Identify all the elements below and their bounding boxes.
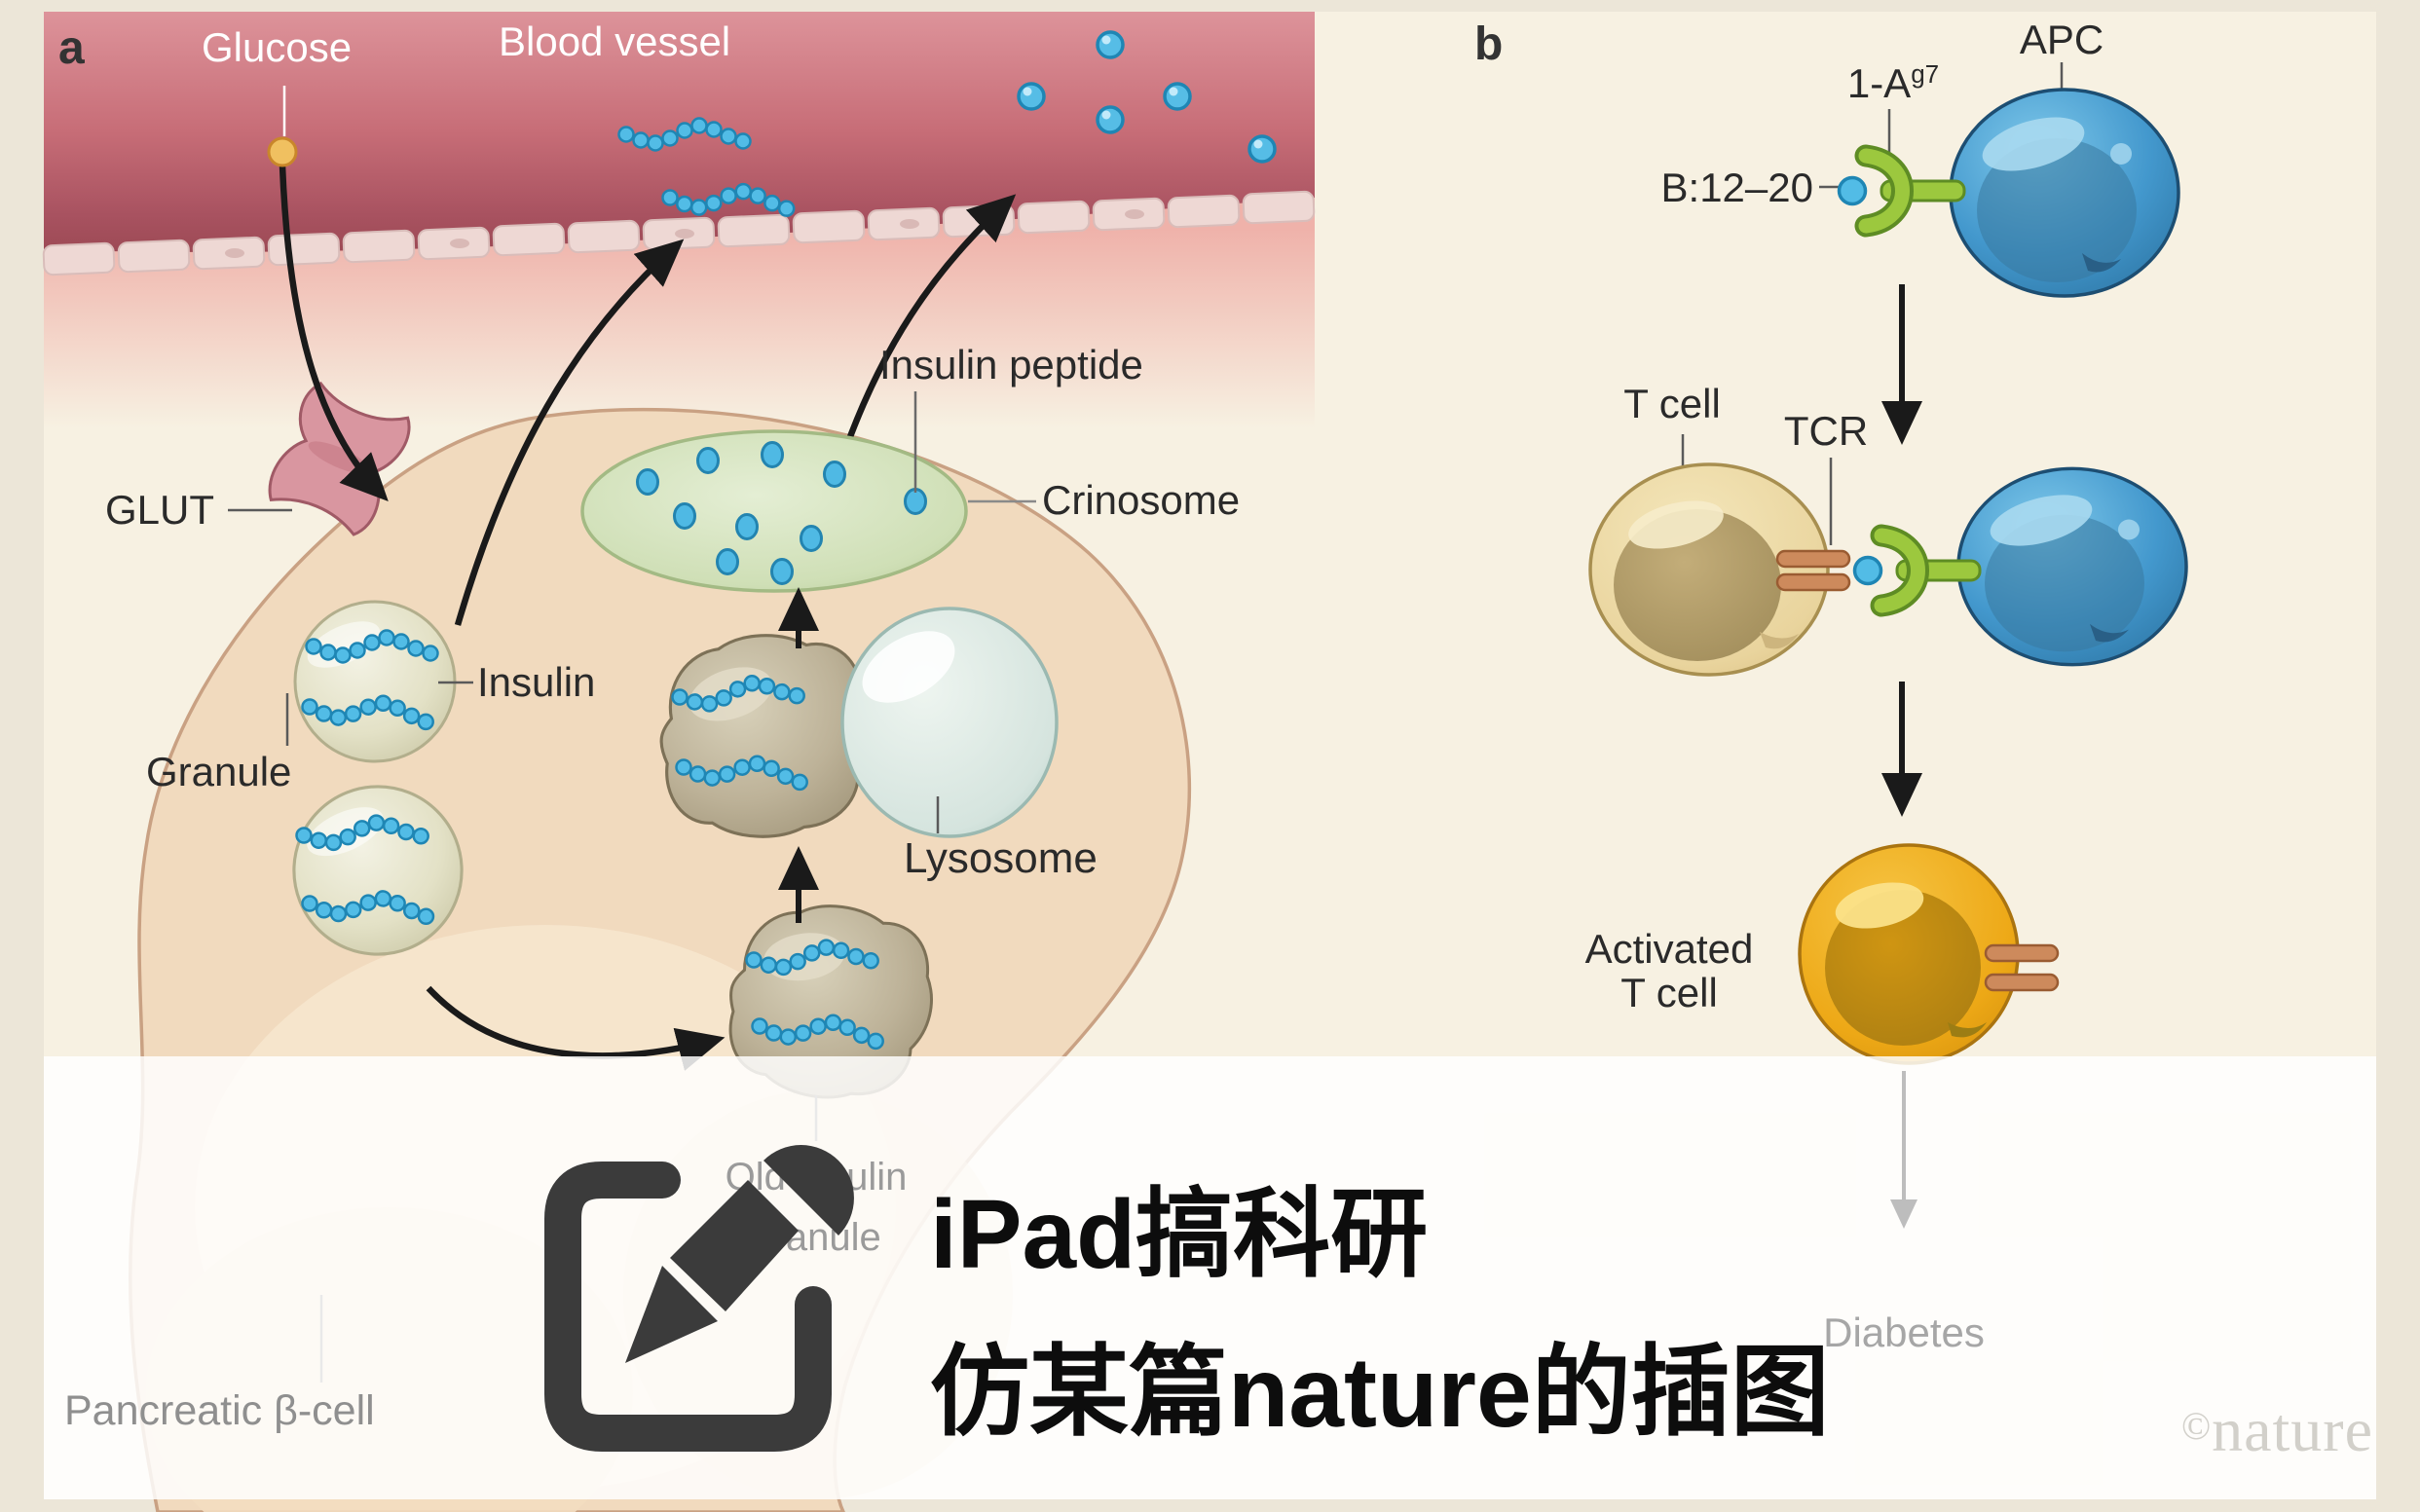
apc-label: APC (2019, 17, 2104, 62)
insulin-label: Insulin (477, 659, 596, 705)
panel-b-letter: b (1474, 18, 1504, 70)
apc-cell-top (1949, 88, 2180, 298)
old-insulin-granule-middle (659, 634, 874, 838)
label-connectors-a (228, 391, 1036, 833)
overlay-text-line1: iPad搞科研 (930, 1180, 1429, 1289)
nature-watermark: ©nature (2181, 1394, 2373, 1466)
old-insulin-label-line1: Old insulin (725, 1156, 908, 1199)
activated-label-line2: T cell (1620, 970, 1718, 1016)
glucose-label: Glucose (202, 24, 353, 70)
glucose-molecule (267, 136, 298, 167)
pancreatic-beta-cell-label: Pancreatic β-cell (64, 1387, 375, 1434)
old-insulin-granule-label: Old insulin granule (726, 1147, 908, 1268)
blood-vessel-label: Blood vessel (499, 18, 731, 64)
insulin-granule-2 (292, 785, 464, 956)
insulin-peptide-b1220-label: B:12–20 (1660, 165, 1813, 210)
mhc-peptide-complex-top (1840, 156, 1965, 226)
crinosome-label: Crinosome (1042, 477, 1241, 523)
lysosome-label: Lysosome (904, 834, 1098, 882)
old-insulin-label-line2: granule (751, 1216, 881, 1259)
insulin-granule-1 (293, 600, 457, 763)
secretion-arrows (279, 165, 1017, 1071)
crinosome-vesicle (580, 429, 968, 593)
granule-label: Granule (146, 749, 292, 794)
mhc-allele-superscript: g7 (1911, 59, 1940, 89)
diabetes-label: Diabetes (1823, 1309, 1985, 1355)
mhc-allele-label: 1-Ag7 (1847, 60, 1939, 105)
lysosome-body (840, 607, 1059, 838)
insulin-peptide-label: Insulin peptide (879, 342, 1143, 387)
granule-secretion-arrow (454, 239, 685, 626)
t-cell-label: T cell (1623, 381, 1721, 426)
tcr-label: TCR (1783, 408, 1869, 454)
activated-label-line1: Activated (1584, 926, 1754, 972)
endothelium-nuclei (225, 209, 1144, 258)
glut-label: GLUT (105, 487, 215, 533)
mhc-allele-base: 1-A (1846, 60, 1912, 106)
overlay-text-line2: 仿某篇nature的插图 (930, 1337, 1830, 1448)
panel-a-letter: a (58, 22, 85, 74)
glucose-entry-arrow (279, 165, 389, 501)
white-overlay (44, 1056, 2376, 1499)
watermark-name: nature (2212, 1395, 2373, 1464)
activated-t-cell-label: Activated T cell (1585, 927, 1754, 1015)
apc-cell-middle (1956, 466, 2188, 667)
t-cell-body (1588, 462, 1830, 677)
crinosome-secretion-arrow (841, 194, 1017, 452)
copyright-icon: © (2180, 1405, 2213, 1448)
granule-aging-arrow (426, 985, 726, 1071)
